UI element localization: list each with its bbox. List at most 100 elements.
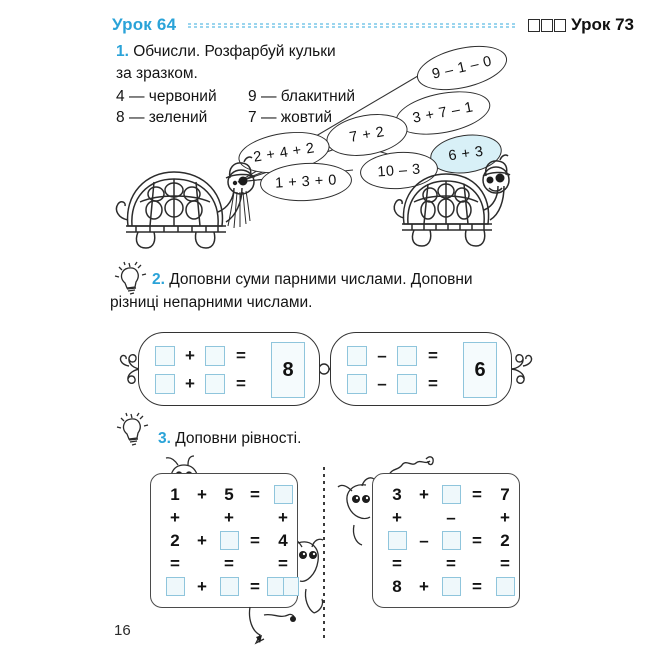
answer-box[interactable] [347, 346, 367, 366]
answer-box[interactable] [205, 346, 225, 366]
header-checkbox-2[interactable] [541, 18, 554, 32]
grid-cell: = [250, 577, 260, 596]
answer-box[interactable] [387, 531, 407, 550]
critter-bottom-icon [230, 605, 300, 645]
operator: – [377, 346, 387, 365]
legend-color-name: червоний [148, 88, 217, 105]
task3-right-grid: 3 + = 7 + – + – = 2 = = = 8 [372, 473, 520, 608]
grid-cell: – [446, 508, 456, 527]
critter-left-of-right-grid-icon [337, 477, 392, 547]
header-checkbox-group[interactable] [528, 18, 567, 32]
grid-cell: = [170, 554, 180, 573]
task2-right-row-1: – = [347, 342, 497, 370]
turtle-left-illustration [110, 150, 270, 260]
answer-box[interactable] [397, 374, 417, 394]
legend-color-name: зелений [148, 109, 208, 126]
grid-cell: = [250, 531, 260, 550]
operator: – [377, 374, 387, 393]
critter-top-right-icon [386, 455, 436, 481]
grid-cell: 1 [170, 485, 180, 504]
grid-cell: + [197, 485, 207, 504]
grid-cell: + [500, 508, 510, 527]
turtle-right-illustration [390, 152, 511, 257]
grid-cell: + [278, 508, 288, 527]
flourish-right [508, 328, 534, 410]
answer-box[interactable] [441, 577, 461, 596]
answer-box[interactable] [441, 485, 461, 504]
answer-box[interactable] [219, 577, 239, 596]
task3-number: 3. [158, 430, 171, 447]
operator: + [185, 346, 195, 365]
answer-box[interactable] [165, 577, 185, 596]
lightbulb-icon-task3 [116, 412, 150, 447]
flourish-left [118, 328, 144, 410]
equals-sign: = [428, 346, 438, 365]
grid-cell: = [500, 554, 510, 573]
legend-item-3: 8 — зелений [116, 107, 248, 128]
answer-box[interactable] [273, 485, 293, 504]
grid-cell: – [419, 531, 429, 550]
balloon-expression: 3 + 7 – 1 [411, 99, 475, 127]
task2-right-result: 6 [463, 342, 497, 398]
header-checkbox-1[interactable] [528, 18, 541, 32]
lightbulb-icon-task2 [113, 261, 151, 297]
lesson-right-label: Урок 73 [571, 15, 634, 34]
grid-cell: + [392, 508, 402, 527]
task3-left-grid: 1 + 5 = + + + 2 + = 4 = = = [150, 473, 299, 608]
balloon-1[interactable]: 9 – 1 – 0 [412, 38, 512, 98]
header-checkbox-3[interactable] [554, 18, 567, 32]
operator: + [185, 374, 195, 393]
answer-box[interactable] [397, 346, 417, 366]
answer-box[interactable] [155, 346, 175, 366]
equals-sign: = [236, 374, 246, 393]
legend-dash: — [128, 88, 145, 105]
legend-value: 8 [116, 109, 125, 126]
grid-cell: = [472, 531, 482, 550]
task2-instruction-line2: різниці непарними числами. [110, 294, 313, 311]
grid-cell: 2 [170, 531, 180, 550]
grid-cell: + [170, 508, 180, 527]
grid-cell: + [197, 577, 207, 596]
answer-box-wide[interactable] [267, 577, 299, 596]
balloon-expression: 1 + 3 + 0 [274, 172, 338, 192]
task2-number: 2. [152, 271, 165, 288]
answer-box[interactable] [155, 374, 175, 394]
grid-cell: 8 [392, 577, 402, 596]
balloon-expression: 7 + 2 [348, 124, 386, 146]
grid-cell: = [446, 554, 456, 573]
task1-instruction-line1: Обчисли. Розфарбуй кульки [133, 43, 336, 60]
grid-cell: 4 [278, 531, 288, 550]
grid-cell: 2 [500, 531, 510, 550]
grid-cell: + [197, 531, 207, 550]
task2-exercise-area: + = + = 8 – = [118, 328, 534, 410]
answer-box[interactable] [205, 374, 225, 394]
legend-item-1: 4 — червоний [116, 86, 248, 107]
task1-number: 1. [116, 43, 129, 60]
task3-right-grid-cells: 3 + = 7 + – + – = 2 = = = 8 [383, 483, 515, 598]
legend-value: 4 [116, 88, 125, 105]
task2-instruction-line1: Доповни суми парними числами. Доповни [169, 271, 473, 288]
answer-box[interactable] [347, 374, 367, 394]
task1-instruction-line2: за зразком. [116, 65, 198, 82]
answer-box[interactable] [495, 577, 515, 596]
task2-right-row-2: – = [347, 370, 497, 398]
task2-right-rows: – = – = [347, 342, 497, 398]
answer-box[interactable] [219, 531, 239, 550]
task3-instruction: 3. Доповни рівності. [158, 428, 301, 450]
task3-dotted-divider [323, 467, 325, 639]
grid-cell: + [224, 508, 234, 527]
grid-cell: 5 [224, 485, 234, 504]
task2-right-box: – = – = 6 [330, 332, 512, 406]
page-number: 16 [114, 622, 131, 639]
balloon-expression: 9 – 1 – 0 [430, 53, 494, 83]
answer-box[interactable] [441, 531, 461, 550]
task3-instruction-text: Доповни рівності. [175, 430, 302, 447]
grid-cell: 7 [500, 485, 510, 504]
task2-left-row-1: + = [155, 342, 305, 370]
critter-right-of-left-grid-icon [288, 537, 344, 617]
equals-sign: = [428, 374, 438, 393]
legend-dash: — [128, 109, 145, 126]
grid-cell: = [472, 577, 482, 596]
balloon-2[interactable]: 3 + 7 – 1 [392, 84, 494, 142]
